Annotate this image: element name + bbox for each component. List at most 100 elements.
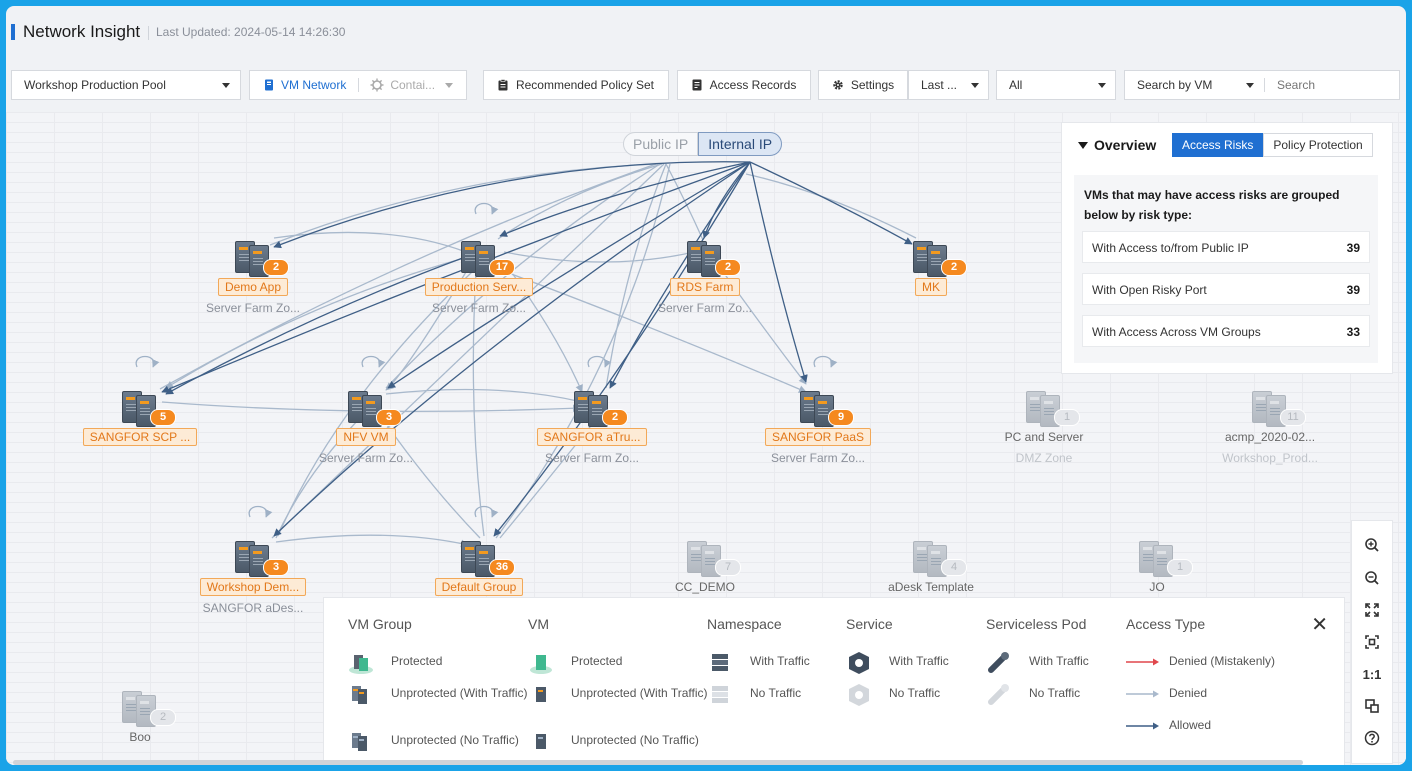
internal-ip-button[interactable]: Internal IP — [698, 132, 783, 156]
overview-toggle[interactable]: Overview — [1078, 137, 1156, 153]
vm-group-node[interactable]: 2 MK — [866, 239, 996, 301]
help-icon[interactable] — [1362, 728, 1382, 748]
vm-group-node[interactable]: 3 Workshop Dem... SANGFOR aDes... — [188, 539, 318, 615]
node-zone: Server Farm Zo... — [318, 451, 413, 465]
server-group-icon: 17 — [459, 239, 515, 277]
vm-group-node[interactable]: 2 Boo — [75, 689, 205, 751]
access-records-button[interactable]: Access Records — [677, 70, 811, 100]
page-title: Network Insight — [23, 22, 141, 41]
vm-count-badge: 9 — [828, 409, 854, 426]
topology-canvas[interactable]: Public IP Internal IP 2 Demo App Server … — [6, 112, 1406, 765]
time-range-select[interactable]: Last ... — [908, 70, 989, 100]
page-header: Network Insight Last Updated: 2024-05-14… — [6, 6, 1406, 56]
denied-edge — [605, 163, 667, 389]
close-icon[interactable]: ✕ — [1311, 614, 1328, 636]
zoom-out-icon[interactable] — [1362, 568, 1382, 588]
server-group-icon: 3 — [346, 389, 402, 427]
server-group-icon: 9 — [798, 389, 854, 427]
vm-group-node[interactable]: 1 JO — [1092, 539, 1222, 601]
vm-network-tab[interactable]: VM Network — [264, 78, 346, 92]
layout-icon[interactable] — [1362, 696, 1382, 716]
denied-edge — [499, 411, 603, 539]
fit-screen-icon[interactable] — [1362, 600, 1382, 620]
allowed-edge — [273, 161, 751, 537]
zoom-in-icon[interactable] — [1362, 535, 1382, 555]
unprotected-traffic-vm-icon — [536, 687, 546, 702]
vm-group-node[interactable]: 9 SANGFOR PaaS Server Farm Zo... — [753, 389, 883, 465]
node-zone: Server Farm Zo... — [770, 451, 865, 465]
denied-edge — [472, 271, 485, 537]
vm-icon — [265, 79, 273, 91]
app-window: Network Insight Last Updated: 2024-05-14… — [6, 6, 1406, 765]
center-focus-icon[interactable] — [1362, 632, 1382, 652]
allowed-edge — [165, 255, 469, 395]
risk-description: VMs that may have access risks are group… — [1084, 188, 1340, 222]
service-no-traffic-icon — [849, 684, 869, 706]
search-box: Search by VM — [1124, 70, 1400, 100]
denied-edge — [745, 173, 917, 239]
legend-heading: Serviceless Pod — [986, 616, 1087, 632]
node-label: Workshop Dem... — [199, 578, 307, 596]
vm-group-node[interactable]: 7 CC_DEMO — [640, 539, 770, 601]
denied-edge — [275, 534, 469, 548]
vm-count-badge: 5 — [150, 409, 176, 426]
self-loop-edge — [474, 202, 499, 215]
vm-count-badge: 2 — [715, 259, 741, 276]
vm-group-node[interactable]: 1 PC and Server DMZ Zone — [979, 389, 1109, 465]
node-label: SANGFOR PaaS — [764, 428, 872, 446]
vm-count-badge: 2 — [150, 709, 176, 726]
node-zone: Server Farm Zo... — [205, 301, 300, 315]
risk-label: With Open Risky Port — [1092, 283, 1207, 297]
server-group-icon: 2 — [233, 239, 289, 277]
node-label: JO — [1149, 580, 1165, 594]
server-group-icon: 1 — [1137, 539, 1193, 577]
denied-edge — [503, 251, 695, 263]
settings-button[interactable]: Settings — [818, 70, 908, 100]
search-type-select[interactable]: Search by VM — [1137, 78, 1213, 92]
search-input[interactable] — [1275, 77, 1399, 93]
vm-group-node[interactable]: 4 aDesk Template — [866, 539, 996, 601]
filter-select[interactable]: All — [996, 70, 1116, 100]
server-group-icon: 4 — [911, 539, 967, 577]
public-ip-button[interactable]: Public IP — [623, 132, 699, 156]
container-tab[interactable]: Contai... — [370, 78, 435, 92]
vm-count-badge: 2 — [602, 409, 628, 426]
overview-tabs: Access Risks Policy Protection — [1172, 133, 1373, 157]
risk-count: 33 — [1346, 325, 1360, 339]
node-zone: DMZ Zone — [1015, 451, 1073, 465]
vm-group-node[interactable]: 17 Production Serv... Server Farm Zo... — [414, 239, 544, 315]
overview-panel: Overview Access Risks Policy Protection … — [1061, 122, 1393, 374]
node-label: RDS Farm — [669, 278, 741, 296]
actual-size-button[interactable]: 1:1 — [1362, 666, 1382, 682]
node-label: NFV VM — [336, 428, 396, 446]
node-label: Default Group — [434, 578, 524, 596]
vm-group-node[interactable]: 2 SANGFOR aTru... Server Farm Zo... — [527, 389, 657, 465]
search-divider — [1264, 78, 1265, 92]
pod-traffic-icon — [988, 652, 1009, 673]
tab-policy-protection[interactable]: Policy Protection — [1263, 133, 1373, 157]
vm-group-node[interactable]: 36 Default Group — [414, 539, 544, 601]
recommended-policy-button[interactable]: Recommended Policy Set — [483, 70, 669, 100]
vm-group-node[interactable]: 2 Demo App Server Farm Zo... — [188, 239, 318, 315]
vm-group-node[interactable]: 5 SANGFOR SCP ... — [75, 389, 205, 451]
risk-summary: VMs that may have access risks are group… — [1074, 175, 1378, 363]
switch-divider — [358, 78, 360, 92]
denied-edge — [505, 271, 807, 393]
horizontal-scrollbar[interactable] — [13, 760, 1303, 765]
vm-group-node[interactable]: 3 NFV VM Server Farm Zo... — [301, 389, 431, 465]
pool-select[interactable]: Workshop Production Pool — [11, 70, 241, 100]
node-label: Production Serv... — [424, 278, 534, 296]
denied-mistaken-arrow-icon — [1126, 658, 1159, 666]
tab-access-risks[interactable]: Access Risks — [1172, 133, 1264, 157]
denied-edge — [715, 261, 807, 385]
chevron-down-icon — [445, 82, 454, 88]
vm-group-node[interactable]: 11 acmp_2020-02... Workshop_Prod... — [1205, 389, 1335, 465]
vm-count-badge: 2 — [941, 259, 967, 276]
allowed-edge — [161, 161, 751, 393]
vm-group-node[interactable]: 2 RDS Farm Server Farm Zo... — [640, 239, 770, 315]
node-zone: Workshop_Prod... — [1222, 451, 1318, 465]
legend-heading: VM — [528, 616, 549, 632]
